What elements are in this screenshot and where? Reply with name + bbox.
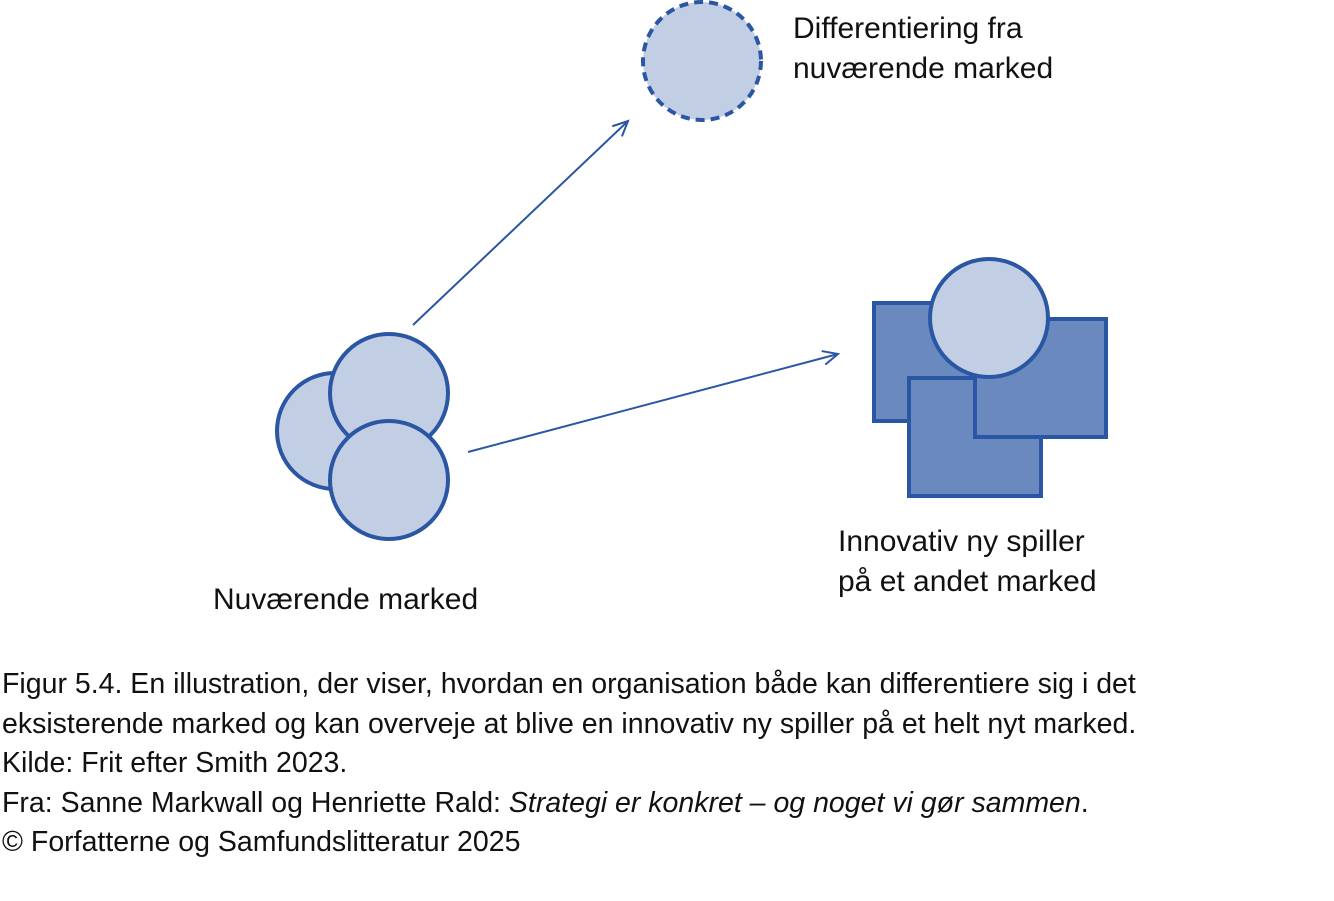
market-circle	[328, 419, 450, 541]
differentiation-label: Differentiering fra nuværende marked	[793, 9, 1053, 89]
copyright: © Forfatterne og Samfundslitteratur 2025	[2, 826, 521, 858]
label-line: på et andet marked	[838, 565, 1097, 598]
caption-from: Fra: Sanne Markwall og Henriette Rald: S…	[2, 784, 1136, 824]
player-circle	[928, 257, 1050, 379]
innovative-cluster	[872, 257, 1108, 498]
caption-source: Kilde: Frit efter Smith 2023.	[2, 747, 348, 779]
current-market-label: Nuværende marked	[213, 583, 479, 616]
arrow-to-innovative	[467, 350, 841, 453]
caption-line: eksisterende marked og kan overveje at b…	[2, 707, 1137, 740]
caption-line: Figur 5.4. En illustration, der viser, h…	[2, 668, 1136, 700]
label-line: Differentiering fra	[793, 12, 1023, 45]
current-market-cluster	[275, 332, 450, 541]
figure-caption: Figur 5.4. En illustration, der viser, h…	[2, 665, 1136, 863]
label-line: Innovativ ny spiller	[838, 525, 1085, 558]
label-line: nuværende marked	[793, 52, 1054, 85]
from-suffix: .	[1080, 786, 1089, 819]
arrow-to-differentiation	[412, 119, 630, 326]
differentiation-circle	[641, 0, 763, 122]
book-title: Strategi er konkret – og noget vi gør sa…	[508, 786, 1081, 819]
innovative-label: Innovativ ny spiller på et andet marked	[838, 522, 1097, 602]
from-prefix: Fra: Sanne Markwall og Henriette Rald:	[2, 786, 509, 819]
